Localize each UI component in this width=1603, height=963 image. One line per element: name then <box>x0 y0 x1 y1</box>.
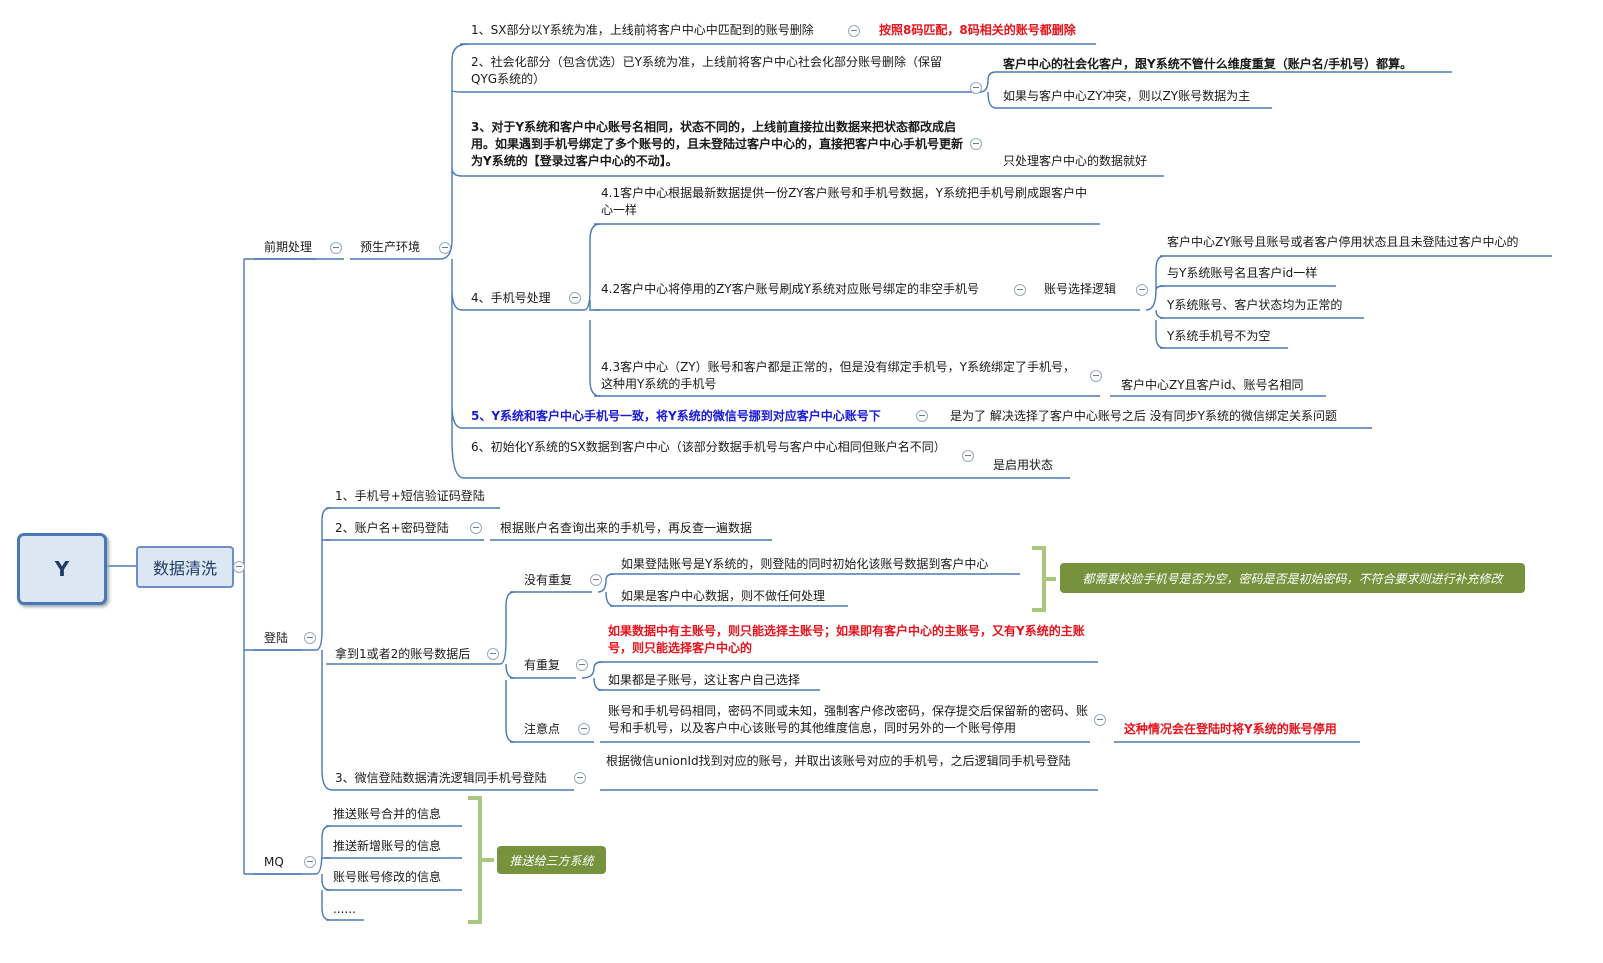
collapse-icon[interactable] <box>1014 284 1026 296</box>
login-note-a[interactable]: 账号和手机号码相同，密码不同或未知，强制客户修改密码，保存提交后保留新的密码、账… <box>608 704 1089 735</box>
collapse-icon[interactable] <box>970 82 982 94</box>
collapse-icon[interactable] <box>487 648 499 660</box>
account-selection-logic[interactable]: 账号选择逻辑 <box>1044 282 1117 296</box>
pre-item-3[interactable]: 3、对于Y系统和客户中心账号名相同，状态不同的，上线前直接拉出数据来把状态都改成… <box>471 120 964 168</box>
collapse-icon[interactable] <box>1136 284 1148 296</box>
pre-item-3-a[interactable]: 只处理客户中心的数据就好 <box>1003 154 1148 168</box>
logic-item[interactable]: Y系统账号、客户状态均为正常的 <box>1167 298 1343 312</box>
collapse-icon[interactable] <box>962 450 974 462</box>
branch-login[interactable]: 登陆 <box>264 631 289 645</box>
login-item-2[interactable]: 2、账户名+密码登陆 <box>335 521 449 535</box>
pre-item-2-b[interactable]: 如果与客户中心ZY冲突，则以ZY账号数据为主 <box>1003 89 1251 103</box>
login-item-3-a[interactable]: 根据微信unionId找到对应的账号，并取出该账号对应的手机号，之后逻辑同手机号… <box>606 754 1071 768</box>
collapse-icon[interactable] <box>233 561 245 573</box>
collapse-icon[interactable] <box>1094 714 1106 726</box>
pre-item-5[interactable]: 5、Y系统和客户中心手机号一致，将Y系统的微信号挪到对应客户中心账号下 <box>471 409 881 423</box>
pre-item-5-a[interactable]: 是为了 解决选择了客户中心账号之后 没有同步Y系统的微信绑定关系问题 <box>950 409 1337 423</box>
login-note[interactable]: 注意点 <box>524 722 561 736</box>
collapse-icon[interactable] <box>304 632 316 644</box>
pre-item-1-note[interactable]: 按照8码匹配，8码相关的账号都删除 <box>879 23 1076 37</box>
login-item-1[interactable]: 1、手机号+短信验证码登陆 <box>335 489 485 503</box>
collapse-icon[interactable] <box>590 574 602 586</box>
validation-callout[interactable]: 都需要校验手机号是否为空，密码是否是初始密码，不符合要求则进行补充修改 <box>1060 563 1525 593</box>
pre-item-4-3[interactable]: 4.3客户中心（ZY）账号和客户都是正常的，但是没有绑定手机号，Y系统绑定了手机… <box>601 360 1075 391</box>
pre-item-4[interactable]: 4、手机号处理 <box>471 291 551 305</box>
login-no-dup[interactable]: 没有重复 <box>524 573 573 587</box>
login-dup-a[interactable]: 如果数据中有主账号，则只能选择主账号；如果即有客户中心的主账号，又有Y系统的主账… <box>608 624 1085 655</box>
login-dup-b[interactable]: 如果都是子账号，这让客户自己选择 <box>608 673 801 687</box>
collapse-icon[interactable] <box>970 138 982 150</box>
collapse-icon[interactable] <box>848 25 860 37</box>
mq-item[interactable]: ...... <box>333 902 356 916</box>
pre-item-4-3-a[interactable]: 客户中心ZY且客户id、账号名相同 <box>1121 378 1304 392</box>
branch-preprocess[interactable]: 前期处理 <box>264 240 313 254</box>
collapse-icon[interactable] <box>574 772 586 784</box>
pre-item-6-a[interactable]: 是启用状态 <box>993 458 1054 472</box>
login-no-dup-b[interactable]: 如果是客户中心数据，则不做任何处理 <box>621 589 826 603</box>
mq-item[interactable]: 推送账号合并的信息 <box>333 807 442 821</box>
pre-item-2-a[interactable]: 客户中心的社会化客户，跟Y系统不管什么维度重复（账户名/手机号）都算。 <box>1003 57 1413 71</box>
pre-item-4-1[interactable]: 4.1客户中心根据最新数据提供一份ZY客户账号和手机号数据，Y系统把手机号刷成跟… <box>601 186 1087 217</box>
collapse-icon[interactable] <box>304 856 316 868</box>
collapse-icon[interactable] <box>439 242 451 254</box>
pre-item-6[interactable]: 6、初始化Y系统的SX数据到客户中心（该部分数据手机号与客户中心相同但账户名不同… <box>471 440 946 454</box>
pre-item-4-2[interactable]: 4.2客户中心将停用的ZY客户账号刷成Y系统对应账号绑定的非空手机号 <box>601 282 979 296</box>
collapse-icon[interactable] <box>330 242 342 254</box>
pre-item-1[interactable]: 1、SX部分以Y系统为准，上线前将客户中心中匹配到的账号删除 <box>471 23 814 37</box>
login-item-3[interactable]: 3、微信登陆数据清洗逻辑同手机号登陆 <box>335 771 547 785</box>
login-after[interactable]: 拿到1或者2的账号数据后 <box>335 647 471 661</box>
logic-item[interactable]: 与Y系统账号名且客户id一样 <box>1167 266 1318 280</box>
collapse-icon[interactable] <box>578 723 590 735</box>
login-no-dup-a[interactable]: 如果登陆账号是Y系统的，则登陆的同时初始化该账号数据到客户中心 <box>621 557 989 571</box>
branch-mq[interactable]: MQ <box>264 855 284 869</box>
main-topic-data-cleaning[interactable]: 数据清洗 <box>136 546 234 588</box>
branch-preprod-env[interactable]: 预生产环境 <box>360 240 421 254</box>
login-note-b[interactable]: 这种情况会在登陆时将Y系统的账号停用 <box>1124 722 1337 736</box>
mq-callout[interactable]: 推送给三方系统 <box>497 846 606 874</box>
collapse-icon[interactable] <box>569 292 581 304</box>
root-node[interactable]: Y <box>17 533 107 605</box>
logic-item[interactable]: Y系统手机号不为空 <box>1167 329 1271 343</box>
pre-item-2[interactable]: 2、社会化部分（包含优选）已Y系统为准，上线前将客户中心社会化部分账号删除（保留… <box>471 55 942 86</box>
collapse-icon[interactable] <box>1090 370 1102 382</box>
login-item-2-a[interactable]: 根据账户名查询出来的手机号，再反查一遍数据 <box>500 521 753 535</box>
collapse-icon[interactable] <box>576 659 588 671</box>
logic-item[interactable]: 客户中心ZY账号且账号或者客户停用状态且且未登陆过客户中心的 <box>1167 235 1519 249</box>
mq-item[interactable]: 账号账号修改的信息 <box>333 870 442 884</box>
collapse-icon[interactable] <box>470 522 482 534</box>
login-dup[interactable]: 有重复 <box>524 658 561 672</box>
collapse-icon[interactable] <box>916 410 928 422</box>
mq-item[interactable]: 推送新增账号的信息 <box>333 839 442 853</box>
